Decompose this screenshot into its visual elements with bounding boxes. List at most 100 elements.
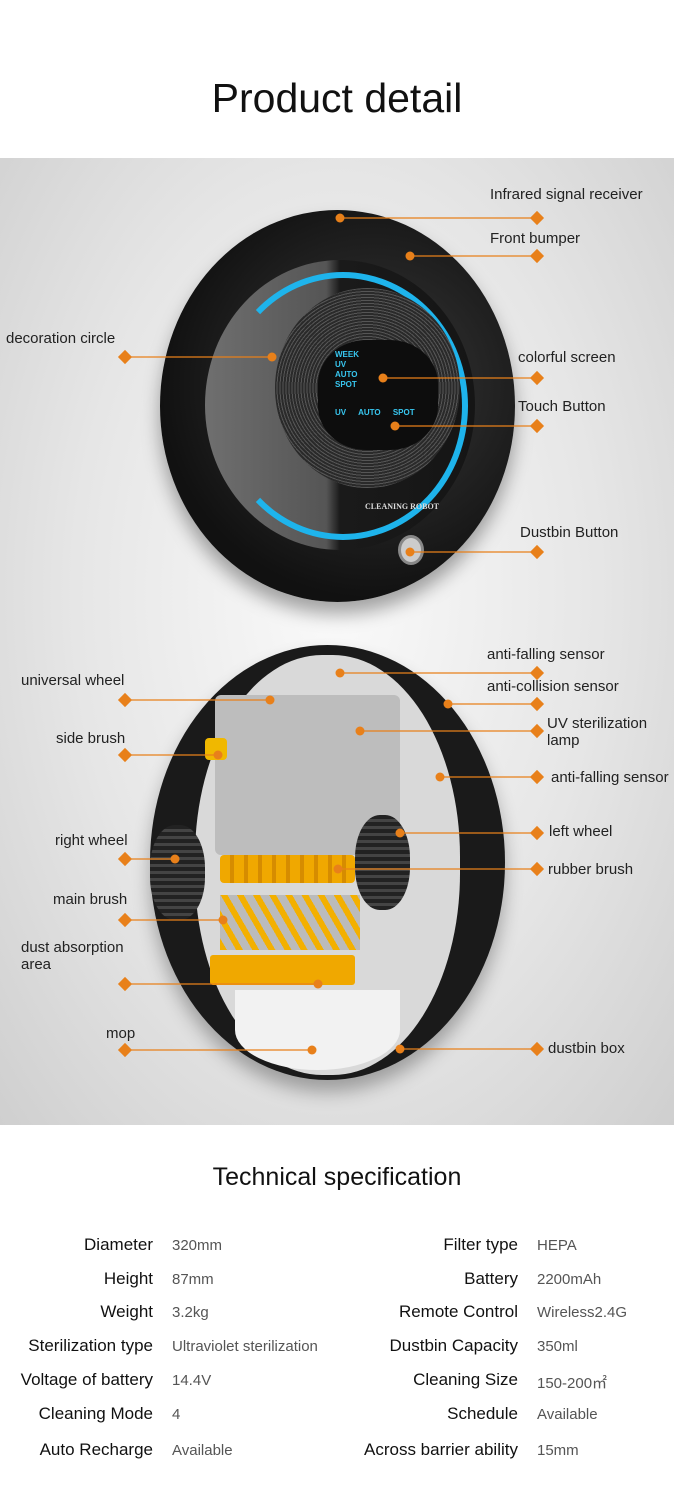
diamond-marker-icon [529, 418, 545, 434]
spec-value: 2200mAh [537, 1271, 602, 1288]
spec-value: HEPA [537, 1237, 577, 1254]
callout-dot [218, 915, 228, 925]
spec-key: Weight [100, 1302, 153, 1321]
callout-dot [405, 547, 415, 557]
diamond-marker-icon [117, 692, 133, 708]
callout-dot [313, 979, 323, 989]
diamond-marker-icon [529, 696, 545, 712]
diamond-marker-icon [529, 210, 545, 226]
diamond-marker-icon [529, 665, 545, 681]
callout-dot [307, 1045, 317, 1055]
spec-value: 15mm [537, 1442, 579, 1459]
callout-label: anti-falling sensor [487, 646, 605, 663]
robot-bottom-view [150, 645, 505, 1080]
spec-key: Height [103, 1269, 153, 1288]
callout-label: Infrared signal receiver [490, 186, 643, 203]
callout-label: decoration circle [6, 330, 116, 347]
spec-key: Filter type [443, 1235, 518, 1254]
robot-top-view: WEEK UV AUTO SPOT UV AUTO SPOT CLEANING … [160, 210, 515, 602]
dust-absorption [210, 955, 355, 985]
callout-label: dustbin box [548, 1040, 625, 1057]
main-brush [220, 895, 360, 950]
callout-label: left wheel [549, 823, 613, 840]
page-title: Product detail [211, 75, 463, 121]
screen-mode: AUTO [335, 370, 358, 379]
screen-week: WEEK [335, 350, 359, 359]
diamond-marker-icon [529, 723, 545, 739]
diamond-marker-icon [529, 544, 545, 560]
diamond-marker-icon [529, 769, 545, 785]
mop [235, 990, 400, 1070]
callout-dot [443, 699, 453, 709]
diamond-marker-icon [117, 747, 133, 763]
diamond-marker-icon [117, 851, 133, 867]
callout-dot [355, 726, 365, 736]
callout-dot [335, 213, 345, 223]
diamond-marker-icon [529, 248, 545, 264]
screen-mode: UV [335, 360, 347, 369]
spec-key: Cleaning Mode [38, 1404, 153, 1423]
diamond-marker-icon [117, 349, 133, 365]
spec-key: Diameter [84, 1235, 153, 1254]
spec-key: Sterilization type [28, 1336, 153, 1355]
screen-text: WEEK UV AUTO SPOT UV AUTO SPOT [335, 350, 415, 418]
callout-label: mop [106, 1025, 136, 1042]
spec-value: 3.2kg [172, 1304, 209, 1321]
callout-dot [333, 864, 343, 874]
diamond-marker-icon [529, 825, 545, 841]
spec-title: Technical specification [212, 1163, 462, 1191]
spec-value: Available [537, 1406, 598, 1423]
spec-key: Across barrier ability [364, 1440, 518, 1459]
spec-value: Ultraviolet sterilization [172, 1338, 318, 1355]
callout-dot [265, 695, 275, 705]
diamond-marker-icon [117, 976, 133, 992]
spec-key: Remote Control [398, 1302, 518, 1321]
spec-value: 350ml [537, 1338, 578, 1355]
callout-label: side brush [56, 730, 126, 747]
spec-value: 87mm [172, 1271, 214, 1288]
callout-dot [378, 373, 388, 383]
callout-dot [435, 772, 445, 782]
callout-label: main brush [53, 891, 128, 908]
spec-value: 320mm [172, 1237, 223, 1254]
robot-screen [318, 340, 438, 450]
callout-dot [335, 668, 345, 678]
spec-value: 4 [172, 1406, 181, 1423]
diamond-marker-icon [529, 1041, 545, 1057]
callout-label: Dustbin Button [520, 524, 619, 541]
spec-key: Battery [464, 1269, 518, 1288]
touch-button-uv: UV [335, 408, 347, 417]
spec-key: Voltage of battery [20, 1370, 153, 1389]
right-wheel [150, 825, 205, 920]
callout-dot [405, 251, 415, 261]
callout-dot [395, 828, 405, 838]
spec-value: Available [172, 1442, 233, 1459]
callout-label: colorful screen [518, 349, 616, 366]
spec-key: Dustbin Capacity [389, 1336, 518, 1355]
touch-button-spot: SPOT [392, 408, 415, 417]
callout-dot [213, 750, 223, 760]
callout-label: anti-falling sensor [551, 769, 669, 786]
callout-dot [395, 1044, 405, 1054]
decoration-ring [218, 272, 468, 540]
rubber-brush [220, 855, 355, 883]
callout-dot [267, 352, 277, 362]
callout-label: dust absorption area [21, 939, 124, 973]
callout-lines [117, 210, 545, 1058]
callout-label: UV sterilization lamp [547, 715, 648, 749]
robot-logo: CLEANING ROBOT [365, 502, 440, 511]
spec-key: Auto Recharge [39, 1440, 153, 1459]
diamond-marker-icon [529, 370, 545, 386]
diamond-marker-icon [117, 1042, 133, 1058]
diamond-marker-icon [117, 912, 133, 928]
spec-value: Wireless2.4G [537, 1304, 628, 1321]
callout-dot [390, 421, 400, 431]
callout-label: universal wheel [21, 672, 125, 689]
spec-value: 150-200㎡ [537, 1375, 608, 1392]
callout-label: anti-collision sensor [487, 678, 619, 695]
callout-label: Front bumper [490, 230, 581, 247]
spec-key: Schedule [447, 1404, 518, 1423]
spec-key: Cleaning Size [413, 1370, 518, 1389]
callout-label: Touch Button [518, 398, 606, 415]
screen-mode: SPOT [335, 380, 357, 389]
